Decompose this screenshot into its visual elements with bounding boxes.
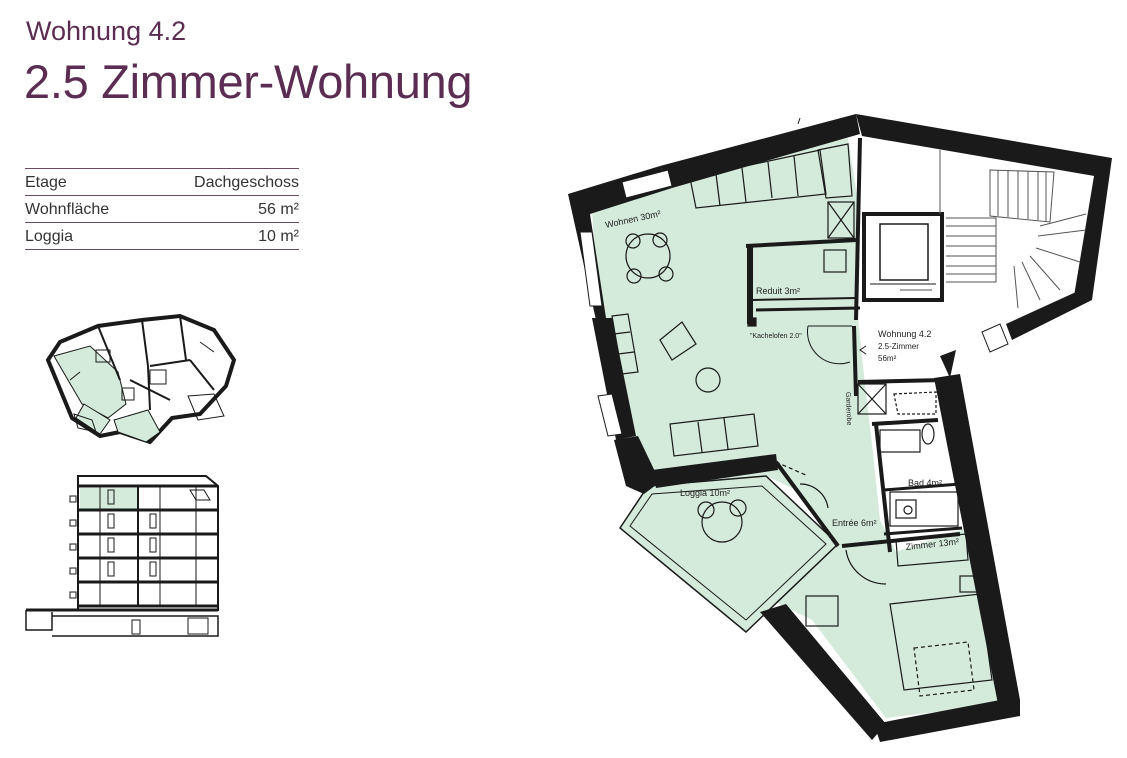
furniture-loggia	[697, 499, 747, 543]
furniture-living	[611, 232, 887, 509]
facts-table: Etage Dachgeschoss Wohnfläche 56 m² Logg…	[25, 168, 299, 250]
stairs	[900, 150, 1087, 309]
room-label-bad: Bad 4m²	[908, 478, 942, 488]
facts-value: 10 m²	[146, 222, 299, 250]
furniture-bath	[879, 391, 959, 527]
key-plan	[45, 313, 237, 445]
facts-label: Loggia	[25, 222, 147, 250]
room-label-loggia: Loggia 10m²	[680, 488, 730, 498]
room-label-reduit: Reduit 3m²	[756, 286, 800, 296]
apartment-area	[592, 138, 1004, 718]
windows	[579, 117, 1009, 437]
facts-label: Wohnfläche	[25, 195, 147, 223]
facts-row-loggia: Loggia 10 m²	[25, 222, 299, 250]
entrance-arrow-icon	[859, 345, 867, 355]
facts-row-wohnflaeche: Wohnfläche 56 m²	[25, 195, 299, 223]
unit-tag-line2: 2.5-Zimmer	[878, 342, 919, 351]
facts-row-etage: Etage Dachgeschoss	[25, 168, 299, 196]
unit-tag-line3: 56m²	[878, 354, 897, 363]
unit-number: Wohnung 4.2	[26, 16, 187, 46]
facts-value: 56 m²	[146, 195, 299, 223]
facts-label: Etage	[25, 168, 147, 196]
floor-plan: Wohnen 30m² Reduit 3m² "Kachelofen 2.0" …	[568, 114, 1112, 742]
interior-walls	[745, 137, 963, 553]
unit-tag-line1: Wohnung 4.2	[878, 329, 931, 339]
kachelofen-label: "Kachelofen 2.0"	[750, 333, 802, 340]
furniture-bedroom	[805, 533, 993, 697]
building-section	[25, 475, 219, 637]
facts-value: Dachgeschoss	[146, 168, 299, 196]
garderobe-label: Garderobe	[844, 392, 852, 426]
kitchen	[689, 143, 855, 239]
room-label-entree: Entrée 6m²	[832, 518, 877, 528]
page-title: 2.5 Zimmer-Wohnung	[24, 55, 473, 108]
